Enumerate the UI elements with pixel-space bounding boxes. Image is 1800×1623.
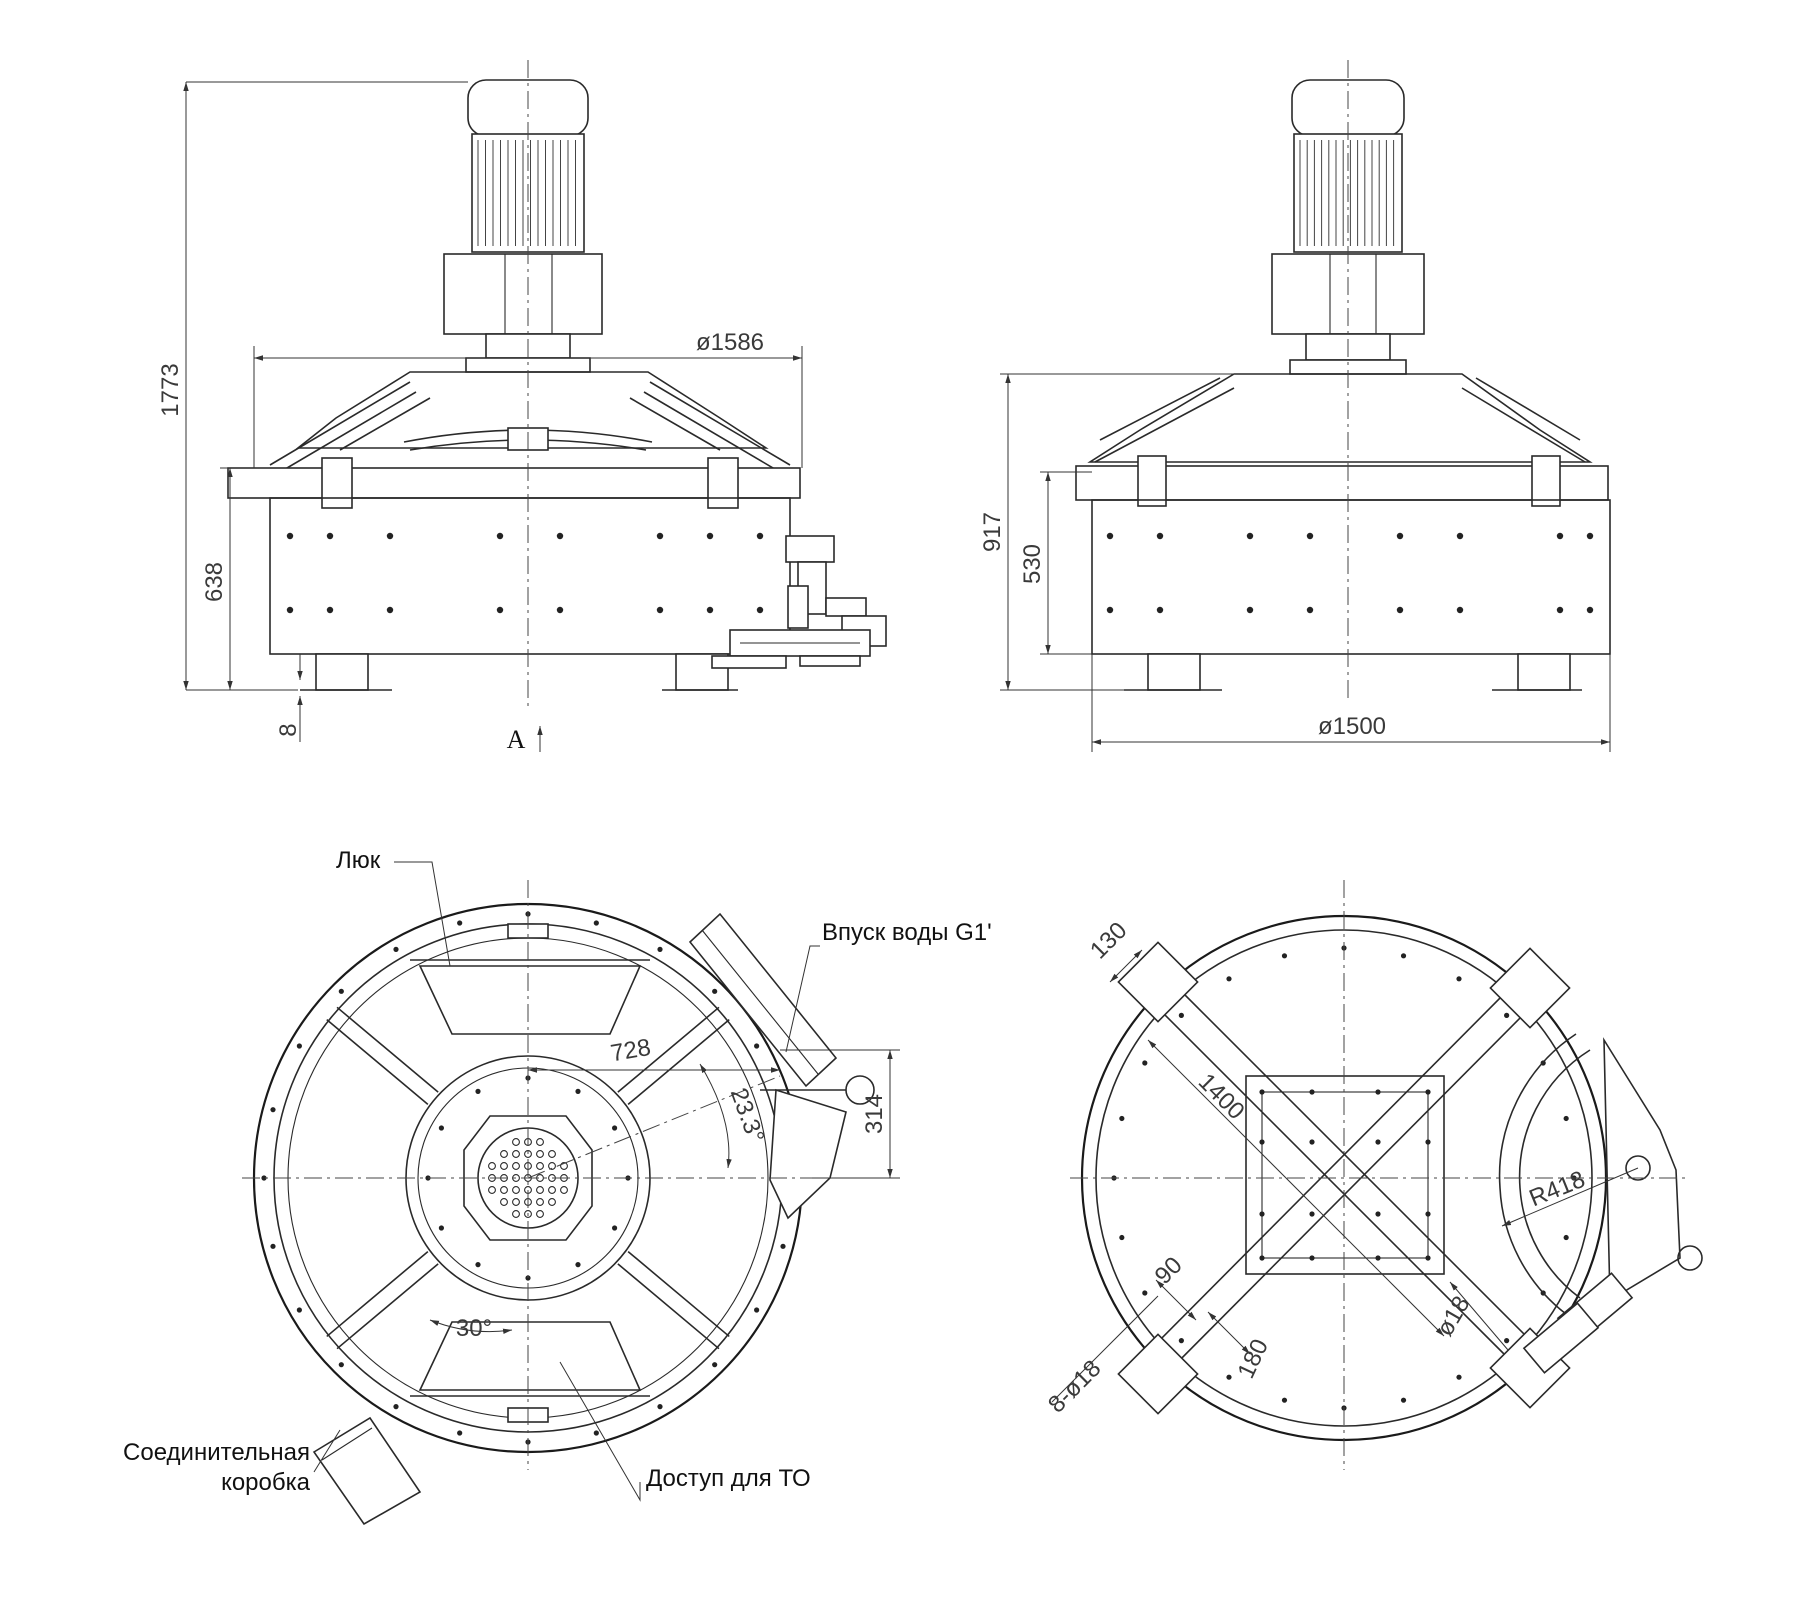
junction-box <box>312 1416 422 1526</box>
foot-left <box>315 653 369 691</box>
water-valve-assembly <box>711 535 887 669</box>
label-junction-box-line1: Соединительная <box>123 1439 310 1466</box>
side-elevation-view: 917 530 ø1500 <box>979 60 1611 752</box>
base-rim-bolts <box>1111 945 1577 1411</box>
mixer-cover <box>295 371 769 449</box>
cover-spokes <box>326 1006 730 1350</box>
dim-1773: 1773 <box>157 363 184 416</box>
drum-bolts-2 <box>1106 532 1594 614</box>
dim-90: 90 <box>1150 1252 1188 1290</box>
lug-right <box>707 457 739 509</box>
pad-bottom-left <box>1117 1333 1199 1415</box>
dim-dia-1586: ø1586 <box>696 329 764 356</box>
label-service-access: Доступ для ТО <box>646 1465 811 1492</box>
view-marker-a: A <box>507 725 526 754</box>
mixer-cover-2 <box>1087 373 1593 463</box>
service-access-opening <box>418 1321 642 1391</box>
drum-body <box>269 497 791 655</box>
dim-314: 314 <box>861 1094 888 1134</box>
dim-8: 8 <box>275 723 302 736</box>
front-elevation-view: 1773 638 8 ø1586 A <box>157 60 887 754</box>
label-hatch: Люк <box>336 847 381 874</box>
motor-flange-octagon <box>463 1115 593 1241</box>
pad-top-left <box>1117 941 1199 1023</box>
label-water-inlet: Впуск воды G1' <box>822 919 992 946</box>
drum-bolts <box>286 532 764 614</box>
angle-30: 30° <box>456 1315 492 1342</box>
water-inlet-assembly <box>688 912 875 1220</box>
dim-dia-1500: ø1500 <box>1318 713 1386 740</box>
dim-dia-18: ø18 <box>1431 1292 1475 1341</box>
drum-body-2 <box>1091 499 1611 655</box>
dim-8-holes-18: 8-ø18 <box>1043 1355 1106 1418</box>
motor-fins-2 <box>1299 140 1395 246</box>
foot-right <box>675 653 729 691</box>
center-frame <box>1245 1075 1445 1275</box>
dim-638: 638 <box>201 562 228 602</box>
dim-130: 130 <box>1085 917 1132 964</box>
frame-bolts <box>1259 1089 1431 1261</box>
lug-left <box>321 457 353 509</box>
top-plan-view: 728 23.3° 314 30° Люк Впуск воды G1' Сое… <box>123 847 992 1526</box>
gearbox <box>443 253 603 335</box>
dim-1400: 1400 <box>1193 1068 1250 1125</box>
discharge-door <box>1498 1033 1577 1315</box>
angle-23-3: 23.3° <box>725 1084 770 1146</box>
hatch-opening <box>418 965 642 1035</box>
dim-728: 728 <box>609 1034 653 1068</box>
pad-top-right <box>1489 947 1571 1029</box>
motor-fins <box>477 140 576 246</box>
rim-bolts <box>261 911 795 1445</box>
label-junction-box-line2: коробка <box>221 1469 311 1496</box>
dim-530: 530 <box>1019 544 1046 584</box>
dim-917: 917 <box>979 512 1006 552</box>
dim-r418: R418 <box>1526 1166 1589 1213</box>
bottom-plan-view: 130 1400 R418 90 8-ø18 180 ø18 <box>1043 880 1703 1470</box>
